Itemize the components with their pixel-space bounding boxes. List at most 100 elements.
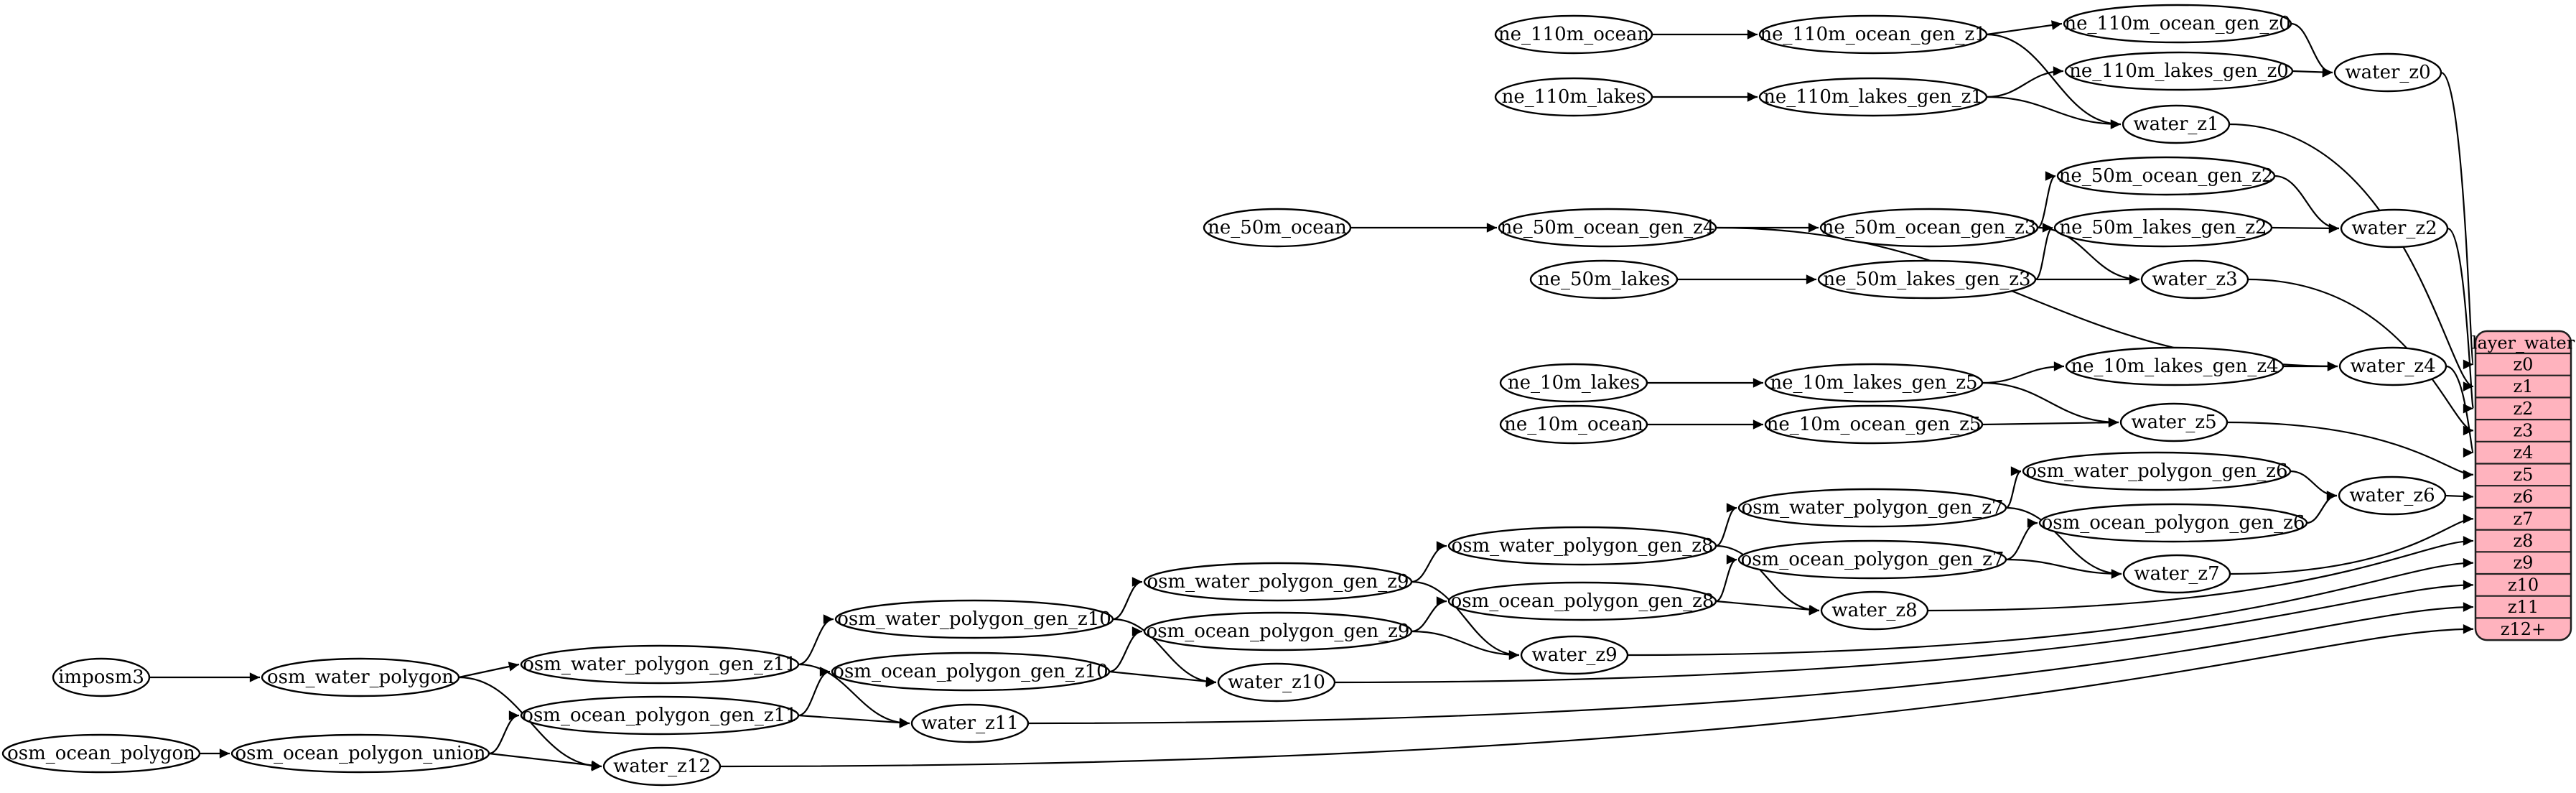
node-label-ne_50m_lakes: ne_50m_lakes xyxy=(1538,269,1670,290)
node-label-ne_110m_ocean: ne_110m_ocean xyxy=(1498,24,1650,45)
node-label-osm_ocean_polygon_gen_z10: osm_ocean_polygon_gen_z10 xyxy=(833,661,1108,682)
edge-osm_water_polygon_gen_z11--water_z11 xyxy=(798,663,910,728)
edge-water_z1--layer_water-z1 xyxy=(2229,123,2474,391)
node-osm_ocean_polygon: osm_ocean_polygon xyxy=(1,733,201,774)
edge-ne_50m_ocean_gen_z2--water_z2 xyxy=(2274,175,2340,233)
node-water_z6: water_z6 xyxy=(2338,476,2447,516)
node-ne_50m_ocean: ne_50m_ocean xyxy=(1203,208,1352,248)
node-label-ne_50m_ocean_gen_z2: ne_50m_ocean_gen_z2 xyxy=(2059,165,2274,187)
node-ne_50m_lakes: ne_50m_lakes xyxy=(1529,259,1679,300)
node-ne_50m_ocean_gen_z3: ne_50m_ocean_gen_z3 xyxy=(1819,208,2039,248)
node-water_z5: water_z5 xyxy=(2119,402,2229,442)
node-water_z2: water_z2 xyxy=(2340,208,2449,249)
layer-water-row-z2: z2 xyxy=(2514,399,2534,419)
edge-water_z6--layer_water-z6 xyxy=(2445,491,2474,501)
node-label-osm_ocean_polygon_gen_z11: osm_ocean_polygon_gen_z11 xyxy=(522,705,797,726)
edge-osm_ocean_polygon_gen_z9--water_z9 xyxy=(1411,630,1520,660)
node-water_z0: water_z0 xyxy=(2333,52,2442,93)
node-ellipse-water_z11 xyxy=(910,703,1030,743)
node-label-water_z9: water_z9 xyxy=(1531,644,1617,666)
node-ellipse-ne_50m_lakes_gen_z3 xyxy=(1817,259,2037,300)
edge-water_z9--layer_water-z9 xyxy=(1627,557,2474,657)
edge-ne_50m_lakes_gen_z3--ne_50m_lakes_gen_z2 xyxy=(2035,223,2053,281)
node-osm_ocean_polygon_gen_z8: osm_ocean_polygon_gen_z8 xyxy=(1447,581,1717,621)
node-ellipse-osm_ocean_polygon_gen_z11 xyxy=(520,695,800,736)
node-water_z12: water_z12 xyxy=(602,746,722,787)
edges-layer xyxy=(149,20,2475,771)
node-osm_ocean_polygon_gen_z11: osm_ocean_polygon_gen_z11 xyxy=(520,695,800,736)
node-ellipse-osm_water_polygon_gen_z9 xyxy=(1143,562,1413,602)
node-water_z7: water_z7 xyxy=(2122,554,2231,594)
layer-water-row-z5: z5 xyxy=(2514,465,2534,485)
node-ne_110m_ocean: ne_110m_ocean xyxy=(1494,14,1653,55)
node-label-ne_10m_lakes: ne_10m_lakes xyxy=(1508,372,1640,394)
node-osm_ocean_polygon_gen_z10: osm_ocean_polygon_gen_z10 xyxy=(831,651,1111,692)
node-ellipse-osm_water_polygon_gen_z8 xyxy=(1447,526,1717,566)
layer-water-header: layer_water xyxy=(2472,333,2575,353)
node-label-osm_ocean_polygon_gen_z6: osm_ocean_polygon_gen_z6 xyxy=(2042,512,2305,534)
node-ne_110m_lakes_gen_z1: ne_110m_lakes_gen_z1 xyxy=(1758,77,1988,117)
edge-osm_ocean_polygon_gen_z11--osm_ocean_polygon_gen_z10 xyxy=(798,667,831,717)
node-label-water_z10: water_z10 xyxy=(1228,672,1325,693)
edge-ne_10m_ocean_gen_z5--water_z5 xyxy=(1982,417,2119,428)
edge-osm_ocean_polygon_gen_z8--osm_ocean_polygon_gen_z7 xyxy=(1715,555,1737,603)
node-water_z1: water_z1 xyxy=(2122,104,2231,144)
node-ellipse-osm_ocean_polygon_gen_z10 xyxy=(831,651,1111,692)
node-ellipse-ne_10m_lakes_gen_z4 xyxy=(2065,346,2285,386)
node-label-water_z4: water_z4 xyxy=(2350,356,2435,377)
node-label-osm_ocean_polygon: osm_ocean_polygon xyxy=(7,743,195,764)
edge-osm_ocean_polygon_gen_z9--osm_ocean_polygon_gen_z8 xyxy=(1411,596,1447,633)
node-ne_10m_ocean: ne_10m_ocean xyxy=(1499,404,1648,445)
edge-osm_water_polygon_gen_z8--water_z8 xyxy=(1715,544,1820,616)
node-ellipse-ne_10m_ocean_gen_z5 xyxy=(1764,404,1984,445)
node-ne_110m_lakes: ne_110m_lakes xyxy=(1494,77,1653,117)
node-label-ne_50m_lakes_gen_z3: ne_50m_lakes_gen_z3 xyxy=(1823,269,2030,290)
layer-water-row-z10: z10 xyxy=(2508,575,2539,595)
node-label-osm_ocean_polygon_gen_z7: osm_ocean_polygon_gen_z7 xyxy=(1741,549,2005,570)
node-osm_water_polygon: osm_water_polygon xyxy=(261,657,460,697)
node-ne_10m_ocean_gen_z5: ne_10m_ocean_gen_z5 xyxy=(1764,404,1984,445)
edge-ne_110m_lakes_gen_z1--water_z1 xyxy=(1986,96,2122,129)
node-ellipse-osm_water_polygon xyxy=(261,657,460,697)
node-ellipse-osm_ocean_polygon_gen_z7 xyxy=(1737,539,2007,580)
edge-osm_ocean_polygon_gen_z7--water_z7 xyxy=(2005,558,2122,579)
layer-water-row-z6: z6 xyxy=(2514,487,2534,507)
edge-osm_water_polygon_gen_z10--osm_water_polygon_gen_z9 xyxy=(1112,577,1143,621)
node-osm_water_polygon_gen_z11: osm_water_polygon_gen_z11 xyxy=(520,644,800,685)
node-ellipse-ne_50m_ocean xyxy=(1203,208,1352,248)
edge-water_z12--layer_water-z12+ xyxy=(719,623,2474,768)
node-ne_10m_lakes_gen_z4: ne_10m_lakes_gen_z4 xyxy=(2065,346,2285,386)
node-ellipse-ne_110m_ocean xyxy=(1494,14,1653,55)
node-imposm3: imposm3 xyxy=(52,657,151,697)
node-ne_110m_lakes_gen_z0: ne_110m_lakes_gen_z0 xyxy=(2064,51,2294,91)
node-ellipse-water_z12 xyxy=(602,746,722,787)
node-ellipse-ne_10m_lakes xyxy=(1499,363,1648,403)
edge-water_z7--layer_water-z7 xyxy=(2229,514,2474,575)
table-layer: layer_waterz0z1z2z3z4z5z6z7z8z9z10z11z12… xyxy=(2472,330,2575,641)
node-osm_ocean_polygon_gen_z6: osm_ocean_polygon_gen_z6 xyxy=(2038,503,2308,543)
node-label-ne_110m_lakes: ne_110m_lakes xyxy=(1502,86,1646,108)
node-label-water_z6: water_z6 xyxy=(2349,485,2435,506)
node-ne_50m_ocean_gen_z4: ne_50m_ocean_gen_z4 xyxy=(1498,208,1717,248)
edge-ne_110m_lakes_gen_z1--ne_110m_lakes_gen_z0 xyxy=(1986,66,2064,98)
node-ellipse-osm_ocean_polygon xyxy=(1,733,201,774)
node-ellipse-ne_50m_lakes_gen_z2 xyxy=(2053,208,2273,248)
edge-osm_ocean_polygon_union--osm_ocean_polygon_gen_z11 xyxy=(488,710,520,755)
node-ne_10m_lakes: ne_10m_lakes xyxy=(1499,363,1648,403)
node-label-osm_ocean_polygon_gen_z8: osm_ocean_polygon_gen_z8 xyxy=(1451,590,1714,612)
node-osm_water_polygon_gen_z7: osm_water_polygon_gen_z7 xyxy=(1737,488,2007,528)
layer-water-row-z3: z3 xyxy=(2514,420,2534,440)
node-label-osm_water_polygon_gen_z6: osm_water_polygon_gen_z6 xyxy=(2025,460,2287,482)
node-ne_110m_ocean_gen_z1: ne_110m_ocean_gen_z1 xyxy=(1758,14,1988,55)
node-label-ne_50m_lakes_gen_z2: ne_50m_lakes_gen_z2 xyxy=(2059,217,2267,238)
node-label-ne_110m_ocean_gen_z1: ne_110m_ocean_gen_z1 xyxy=(1760,24,1986,45)
layer-water-row-z9: z9 xyxy=(2514,553,2534,573)
edge-ne_10m_lakes_gen_z5--water_z5 xyxy=(1982,381,2119,427)
layer-water-row-z8: z8 xyxy=(2514,531,2534,551)
node-water_z4: water_z4 xyxy=(2338,346,2447,386)
node-osm_water_polygon_gen_z6: osm_water_polygon_gen_z6 xyxy=(2022,451,2292,491)
edge-ne_50m_ocean_gen_z3--water_z3 xyxy=(2037,226,2140,284)
layer-water-row-z12+: z12+ xyxy=(2501,619,2546,639)
edge-ne_50m_ocean_gen_z4--water_z4 xyxy=(1715,226,2338,371)
